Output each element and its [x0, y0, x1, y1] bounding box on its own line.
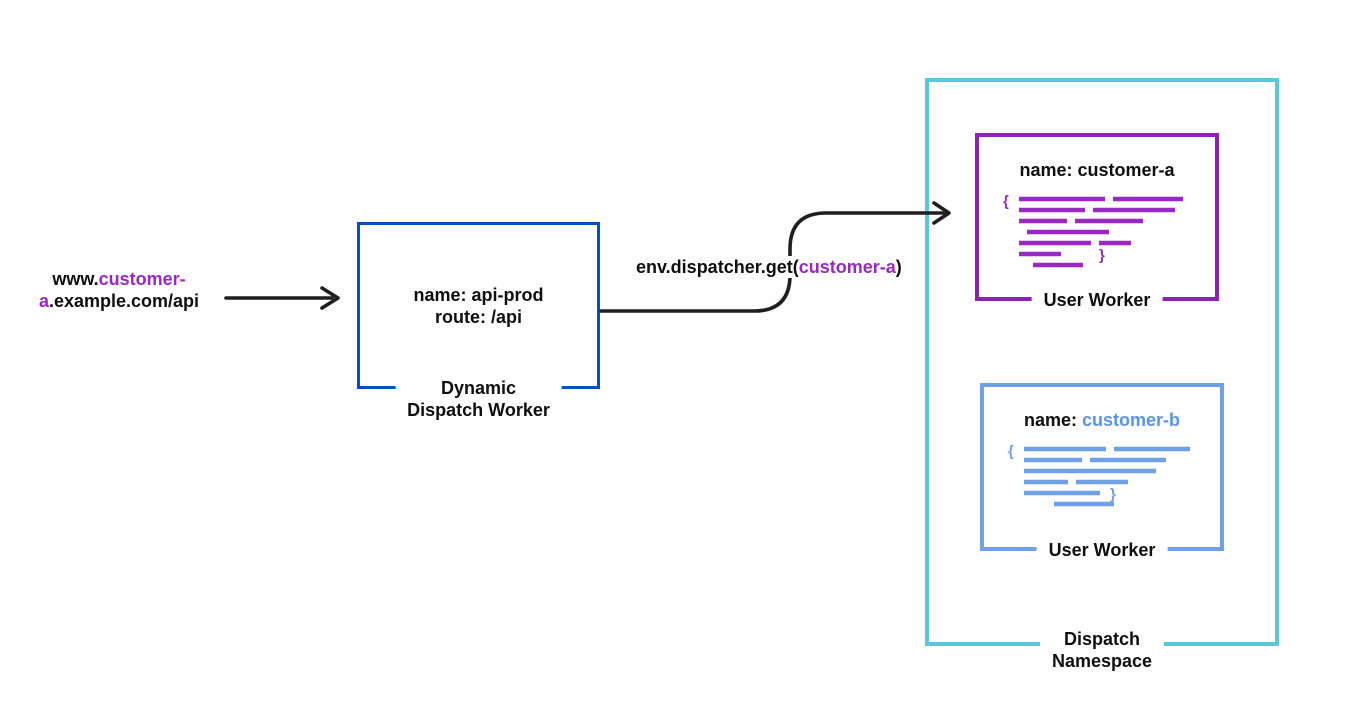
dispatch-worker-config: name: api-prod route: /api: [360, 225, 597, 386]
request-url: www.customer- a.example.com/api: [14, 268, 224, 312]
request-url-line2: a.example.com/api: [14, 290, 224, 312]
user-worker-customer-a-box: name: customer-a { } User Worker: [975, 133, 1219, 311]
dynamic-dispatch-worker-label: Dynamic Dispatch Worker: [395, 377, 562, 421]
dispatcher-call-argument: customer-a: [798, 257, 896, 277]
worker-b-name: name: customer-b: [984, 409, 1220, 431]
dispatch-worker-name: name: api-prod: [413, 284, 544, 305]
dispatch-worker-route: route: /api: [434, 306, 522, 327]
dispatcher-call-prefix: env.dispatcher.get(: [636, 257, 799, 277]
user-worker-customer-b-box: name: customer-b { } User Worker: [980, 383, 1224, 561]
namespace-label-line1: Dispatch: [1063, 629, 1141, 649]
worker-a-label: User Worker: [1031, 289, 1163, 311]
namespace-label-line2: Namespace: [1051, 651, 1153, 671]
dispatcher-call-label: env.dispatcher.get(customer-a): [630, 256, 908, 278]
dispatch-namespace-box: name: customer-a { } User Worker name: c…: [925, 78, 1279, 672]
url-customer-highlight-2: a: [38, 291, 49, 311]
dispatch-namespace-label: Dispatch Namespace: [1039, 628, 1165, 672]
dispatch-label-line1: Dynamic: [440, 378, 517, 398]
code-snippet-purple: { }: [1003, 193, 1183, 268]
dispatcher-call-suffix: ): [895, 257, 902, 277]
svg-text:{: {: [1008, 443, 1014, 460]
worker-b-name-value: customer-b: [1082, 410, 1181, 430]
dynamic-dispatch-worker-box: name: api-prod route: /api Dynamic Dispa…: [357, 222, 600, 421]
svg-text:{: {: [1003, 193, 1009, 210]
svg-text:}: }: [1099, 247, 1105, 264]
worker-b-label: User Worker: [1036, 539, 1168, 561]
url-plain-text: www.: [52, 269, 99, 289]
request-arrowhead-icon: [320, 286, 340, 310]
dispatch-label-line2: Dispatch Worker: [407, 400, 550, 420]
request-url-line1: www.customer-: [14, 268, 224, 290]
svg-text:}: }: [1110, 486, 1116, 503]
worker-a-name: name: customer-a: [1019, 160, 1175, 180]
url-customer-highlight: customer-: [98, 269, 186, 289]
code-snippet-blue: { }: [1008, 443, 1190, 507]
worker-b-name-prefix: name:: [1023, 410, 1082, 430]
url-plain-text-2: .example.com/api: [48, 291, 200, 311]
